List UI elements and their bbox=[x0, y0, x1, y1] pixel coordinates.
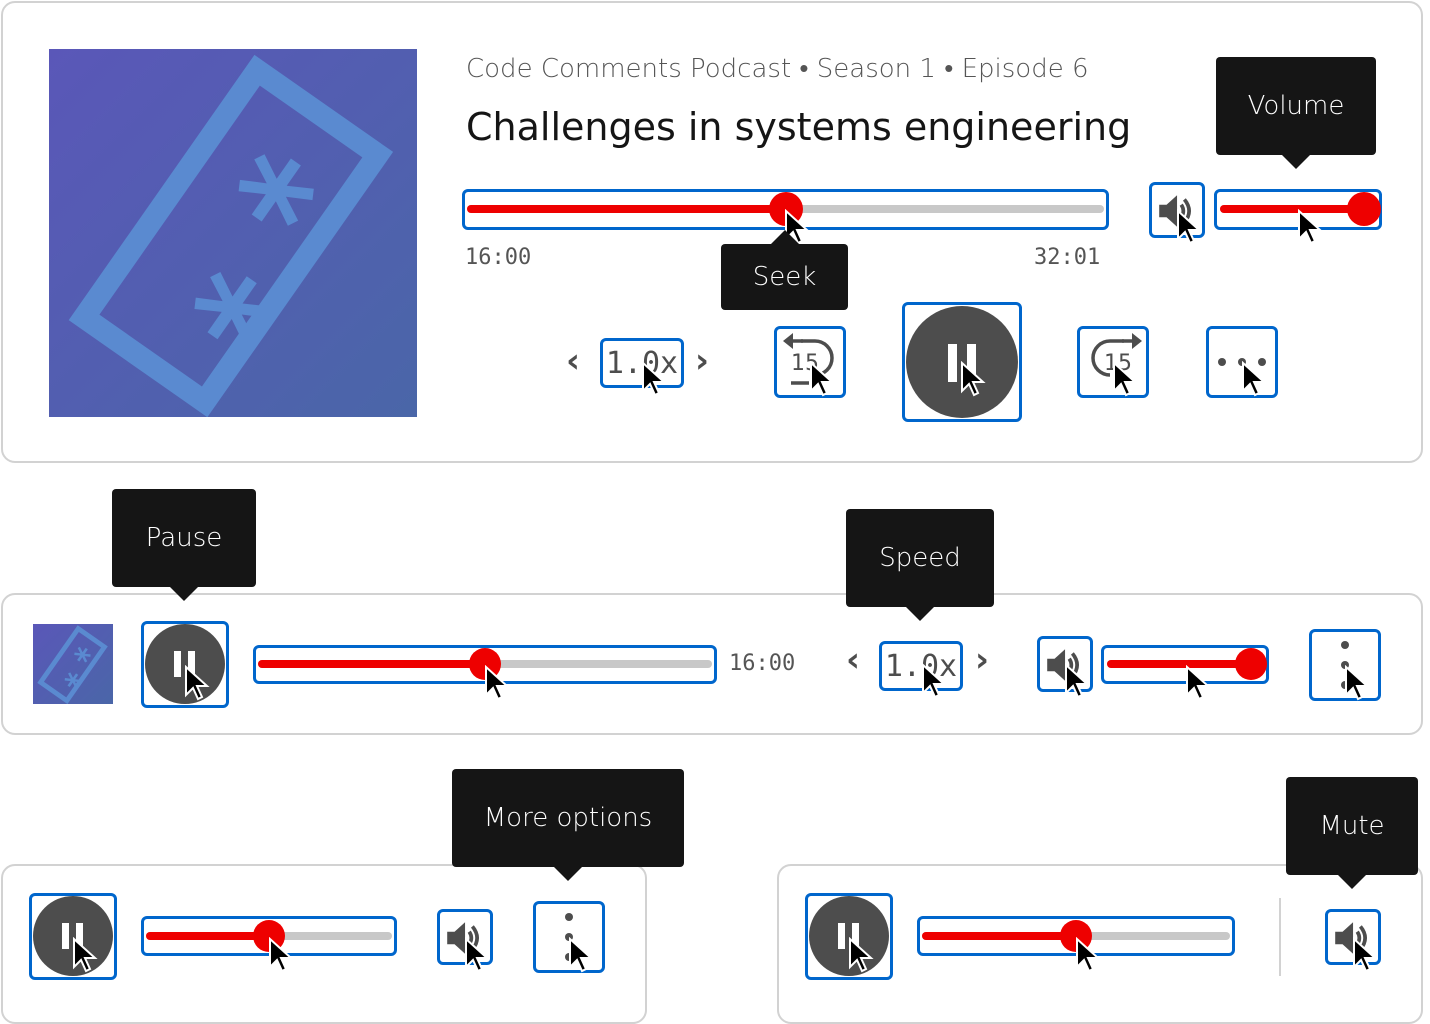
volume-slider[interactable] bbox=[1101, 645, 1269, 684]
pause-icon bbox=[33, 896, 113, 976]
play-pause-button[interactable] bbox=[29, 893, 117, 980]
episode-title: Challenges in systems engineering bbox=[466, 105, 1132, 149]
seek-tooltip: Seek bbox=[721, 230, 848, 310]
seek-thumb[interactable] bbox=[469, 648, 501, 680]
play-pause-button[interactable] bbox=[902, 302, 1022, 422]
speed-decrease-icon[interactable]: ‹ bbox=[846, 640, 861, 680]
rewind-button[interactable]: 15 bbox=[774, 326, 846, 398]
volume-icon bbox=[1043, 644, 1085, 686]
mute-button[interactable] bbox=[437, 909, 493, 965]
more-options-button[interactable] bbox=[1206, 326, 1278, 398]
compact-player: 16:00 ‹ 1.0x › bbox=[1, 593, 1423, 735]
seek-progress bbox=[922, 932, 1076, 940]
mini-player-mute bbox=[777, 864, 1423, 1024]
episode-subtitle: Code Comments Podcast • Season 1 • Episo… bbox=[466, 54, 1089, 84]
pause-icon bbox=[906, 306, 1018, 418]
volume-slider[interactable] bbox=[1214, 189, 1382, 230]
volume-tooltip: Volume bbox=[1216, 57, 1376, 169]
speed-increase-icon[interactable]: › bbox=[695, 341, 710, 381]
seek-track bbox=[467, 192, 1104, 226]
speed-value: 1.0x bbox=[605, 345, 679, 381]
more-options-tooltip: More options bbox=[452, 769, 684, 881]
more-options-button[interactable] bbox=[533, 901, 605, 973]
seek-slider[interactable] bbox=[917, 916, 1235, 956]
volume-icon bbox=[1155, 190, 1197, 232]
duration-time: 32:01 bbox=[1034, 245, 1101, 270]
seek-track bbox=[258, 648, 712, 680]
seek-progress bbox=[467, 205, 786, 213]
seek-thumb[interactable] bbox=[1060, 920, 1092, 952]
forward-button[interactable]: 15 bbox=[1077, 326, 1149, 398]
divider bbox=[1279, 898, 1281, 976]
speed-button[interactable]: 1.0x bbox=[600, 338, 684, 388]
volume-track bbox=[1220, 192, 1381, 226]
cover-art-thumbnail bbox=[33, 624, 113, 704]
pause-icon bbox=[145, 624, 225, 704]
elapsed-time: 16:00 bbox=[729, 651, 796, 676]
volume-thumb[interactable] bbox=[1235, 648, 1267, 680]
mute-button[interactable] bbox=[1325, 909, 1381, 965]
forward-icon bbox=[1091, 333, 1142, 377]
seek-thumb[interactable] bbox=[253, 920, 285, 952]
forward-seconds: 15 bbox=[1104, 351, 1132, 376]
seek-slider[interactable] bbox=[462, 189, 1109, 230]
seek-progress bbox=[258, 660, 485, 668]
speed-decrease-icon[interactable]: ‹ bbox=[566, 341, 581, 381]
pause-tooltip: Pause bbox=[112, 489, 256, 601]
seek-track bbox=[922, 920, 1230, 952]
volume-level bbox=[1107, 660, 1251, 668]
mute-button[interactable] bbox=[1149, 182, 1205, 238]
seek-slider[interactable] bbox=[253, 645, 717, 684]
speed-increase-icon[interactable]: › bbox=[975, 640, 990, 680]
mini-player bbox=[1, 864, 647, 1024]
seek-thumb[interactable] bbox=[768, 192, 803, 226]
play-pause-button[interactable] bbox=[141, 621, 229, 708]
cover-art bbox=[49, 49, 417, 417]
full-player: Code Comments Podcast • Season 1 • Episo… bbox=[1, 1, 1423, 463]
more-options-button[interactable] bbox=[1309, 629, 1381, 701]
elapsed-time: 16:00 bbox=[465, 245, 532, 270]
play-pause-button[interactable] bbox=[805, 893, 893, 980]
seek-progress bbox=[146, 932, 269, 940]
speed-button[interactable]: 1.0x bbox=[879, 641, 963, 691]
rewind-seconds: 15 bbox=[791, 351, 819, 376]
volume-icon bbox=[1331, 917, 1373, 959]
volume-track bbox=[1107, 648, 1267, 680]
pause-icon bbox=[809, 896, 889, 976]
mute-button[interactable] bbox=[1037, 636, 1093, 692]
seek-track bbox=[146, 920, 392, 952]
mute-tooltip: Mute bbox=[1286, 777, 1418, 889]
speed-tooltip: Speed bbox=[846, 509, 994, 621]
seek-slider[interactable] bbox=[141, 916, 397, 956]
speed-value: 1.0x bbox=[884, 648, 958, 684]
volume-level bbox=[1220, 205, 1364, 213]
volume-icon bbox=[443, 917, 485, 959]
volume-thumb[interactable] bbox=[1347, 192, 1381, 226]
